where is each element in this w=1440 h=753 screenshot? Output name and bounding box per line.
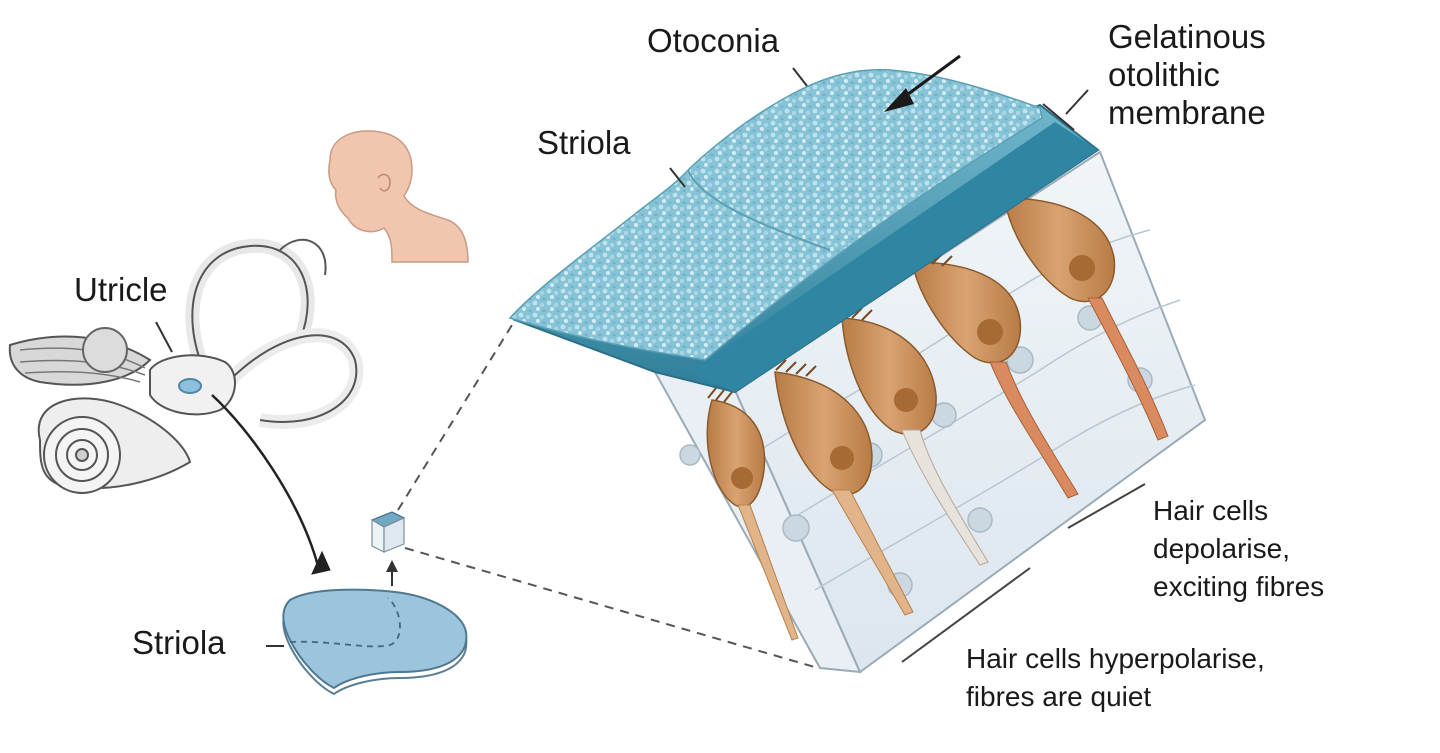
membrane-edge (690, 122, 1098, 392)
label-line: depolarise, (1153, 533, 1290, 564)
label-striola-top: Striola (537, 124, 631, 161)
label-line: Hair cells hyperpolarise, (966, 643, 1265, 674)
leader-lines (155, 67, 1089, 647)
force-arrow (884, 54, 961, 112)
label-line: membrane (1108, 94, 1266, 131)
inner-ear-illustration (8, 238, 364, 575)
striola-groove (687, 169, 831, 251)
label-hyperpolarise: Hair cells hyperpolarise, fibres are qui… (966, 640, 1265, 716)
label-line: fibres are quiet (966, 681, 1152, 712)
label-line: otolithic (1108, 56, 1220, 93)
hair-cell (1003, 185, 1169, 441)
hair-cell (841, 305, 989, 566)
striola-patch (282, 588, 468, 690)
region-brackets (901, 483, 1146, 663)
label-utricle: Utricle (74, 271, 168, 308)
sample-cube (370, 511, 406, 553)
hair-cell (706, 387, 799, 641)
hair-cell (774, 359, 914, 616)
head-illustration (328, 130, 469, 263)
label-line: exciting fibres (1153, 571, 1325, 602)
label-gelatinous-membrane: Gelatinous otolithic membrane (1108, 18, 1266, 132)
hair-cells (706, 185, 1169, 641)
label-line: Hair cells (1153, 495, 1269, 526)
label-striola-bottom: Striola (132, 624, 226, 661)
label-depolarise: Hair cells depolarise, exciting fibres (1153, 492, 1324, 606)
projection-lines (397, 324, 819, 669)
otolith-block (508, 54, 1207, 674)
label-otoconia: Otoconia (647, 22, 780, 59)
utricle-patch (282, 511, 468, 696)
otoconia-layer (508, 68, 1043, 361)
label-line: Gelatinous (1108, 18, 1266, 55)
